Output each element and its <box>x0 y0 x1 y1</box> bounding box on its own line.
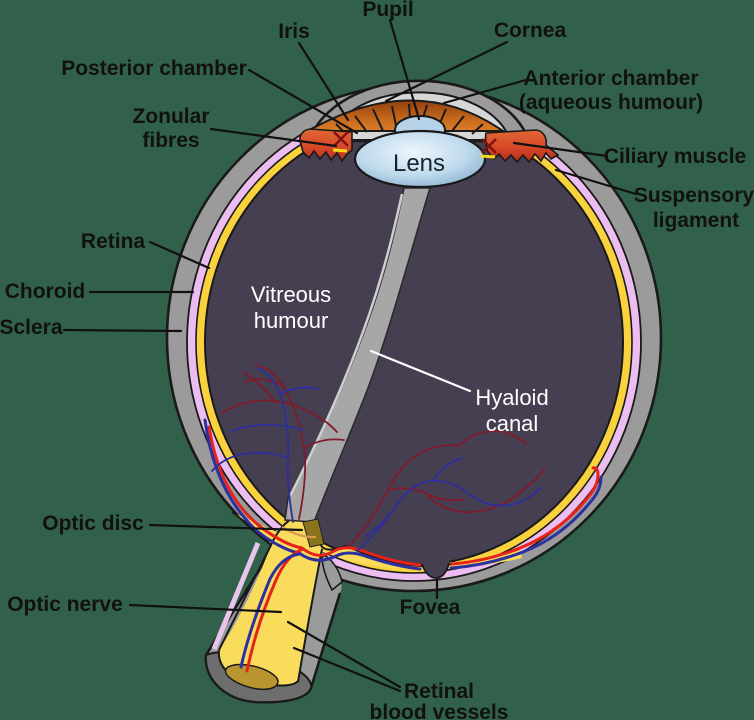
branch-vein <box>356 480 470 552</box>
label-cornea: Cornea <box>494 19 567 42</box>
leader-optic-disc <box>148 523 304 532</box>
label-hyaloid-1: Hyaloid <box>475 385 548 410</box>
optic-nerve-core <box>218 516 322 686</box>
label-pupil: Pupil <box>362 0 413 21</box>
label-zonular-fibres-1: Zonular <box>133 105 210 128</box>
leader-pupil <box>388 18 421 121</box>
leader-retinal-vessels <box>286 620 402 693</box>
label-anterior-chamber-1: Anterior chamber <box>523 67 698 90</box>
leader-suspensory-ligament <box>554 168 638 196</box>
branch-artery <box>254 364 307 520</box>
branch-vein <box>279 386 319 395</box>
branch-vein <box>211 451 289 472</box>
retinal-artery <box>207 425 600 567</box>
branch-vein <box>257 367 294 523</box>
retinal-vein <box>203 418 603 571</box>
branch-vein <box>230 424 303 432</box>
sclera-fold <box>321 555 343 592</box>
label-choroid: Choroid <box>5 280 85 303</box>
lens-label: Lens <box>393 150 445 177</box>
leader-iris <box>297 41 350 122</box>
zonular-fibre-marks <box>333 131 497 154</box>
branch-artery <box>426 468 546 513</box>
nerve-core-cut-section <box>224 663 279 691</box>
label-sclera: Sclera <box>0 316 63 339</box>
label-iris: Iris <box>278 20 310 43</box>
leader-sclera <box>62 328 183 333</box>
label-hyaloid-2: canal <box>486 411 539 436</box>
central-retinal-vein <box>239 552 301 669</box>
leader-anterior-chamber <box>442 78 528 105</box>
leader-lines <box>62 18 638 693</box>
vitreous-vessel-branches-left <box>211 364 345 523</box>
leader-retina <box>148 240 211 270</box>
suspensory-ligament-marks <box>332 148 496 159</box>
hyaloid-canal <box>284 187 432 523</box>
label-fovea: Fovea <box>400 596 461 619</box>
hyaloid-canal-highlight <box>288 193 404 497</box>
label-suspensory-2: ligament <box>653 209 739 232</box>
leader-hyaloid-canal <box>369 349 472 393</box>
branch-artery <box>221 399 338 433</box>
label-retina: Retina <box>81 230 146 253</box>
fovea-pit-outline <box>421 562 450 579</box>
label-zonular-fibres-2: fibres <box>142 129 199 152</box>
label-vitreous-1: Vitreous <box>251 282 331 307</box>
choroid-strip-in-nerve <box>211 542 261 650</box>
label-anterior-chamber-2: (aqueous humour) <box>519 91 703 114</box>
branch-artery <box>244 378 284 387</box>
label-retinal-vessels-2: blood vessels <box>370 701 509 720</box>
branch-vein <box>468 486 542 507</box>
label-suspensory-1: Suspensory <box>634 184 754 207</box>
label-optic-disc: Optic disc <box>42 512 144 535</box>
lens <box>353 129 487 189</box>
canal-disc-junction <box>302 518 325 548</box>
label-vitreous-2: humour <box>254 308 329 333</box>
branch-artery <box>243 371 277 404</box>
branch-artery <box>303 438 345 449</box>
iris-radial-lines <box>335 103 484 136</box>
branch-vein <box>432 457 463 482</box>
leader-zonular-fibres <box>209 127 338 148</box>
label-ciliary-muscle: Ciliary muscle <box>604 145 746 168</box>
label-optic-nerve: Optic nerve <box>7 593 123 616</box>
label-posterior-chamber: Posterior chamber <box>61 57 247 80</box>
branch-artery <box>349 444 460 546</box>
label-retinal-vessels-1: Retinal <box>404 680 474 703</box>
fovea-pit <box>420 556 451 578</box>
leader-posterior-chamber <box>247 68 359 135</box>
leader-cornea <box>384 40 509 103</box>
iris <box>304 99 507 132</box>
vitreous-vessel-branches-right <box>349 430 546 552</box>
leader-optic-nerve <box>128 603 283 614</box>
branch-vein <box>365 505 397 537</box>
branch-artery <box>458 430 527 447</box>
leader-ciliary-muscle <box>512 141 609 158</box>
